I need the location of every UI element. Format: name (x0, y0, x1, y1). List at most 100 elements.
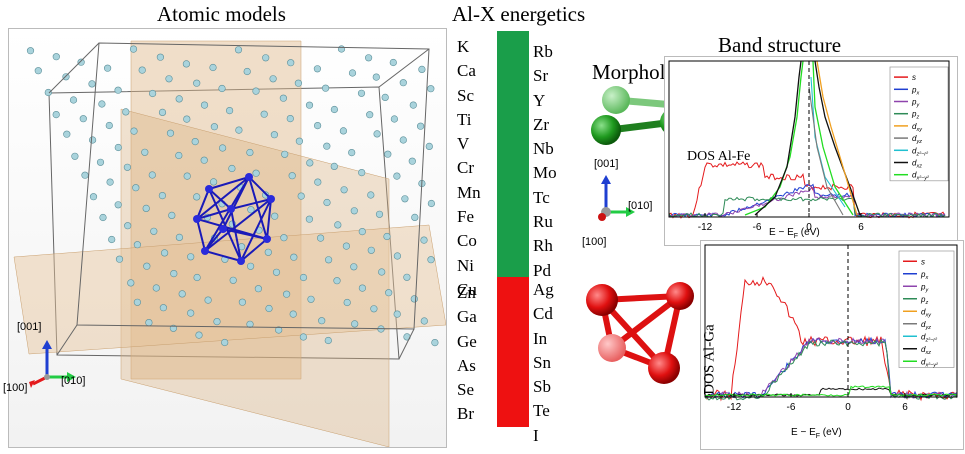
atom (418, 65, 426, 74)
element-symbol: Mn (457, 182, 481, 202)
atom (141, 148, 149, 156)
morphology-tetramer-ga (586, 282, 694, 384)
atom (372, 73, 380, 81)
atom (114, 86, 122, 94)
atom (115, 255, 124, 263)
atom (348, 148, 356, 157)
atom (399, 79, 407, 87)
element-symbol: Se (457, 380, 474, 400)
element-symbol: Mo (533, 163, 557, 183)
atom (165, 75, 173, 83)
atom (290, 253, 298, 261)
atom (366, 111, 374, 119)
element-symbol: I (533, 425, 539, 445)
atomic-axis-z-label: [001] (17, 321, 42, 333)
atom (314, 178, 322, 186)
atom (330, 162, 338, 170)
element-symbol: Sc (457, 85, 474, 105)
atom (417, 122, 425, 130)
legend-entry: dx²−y² (912, 171, 929, 182)
dos-curve (668, 183, 946, 218)
x-tick-label: 0 (845, 402, 851, 413)
atom (98, 100, 106, 108)
atom (330, 105, 339, 114)
element-symbol: Y (533, 90, 546, 110)
atom (262, 54, 270, 62)
atom (81, 171, 89, 179)
element-symbol: Pd (533, 260, 551, 280)
atom (170, 270, 178, 278)
dos-fe-xlabel: E − EF (eV) (769, 227, 820, 240)
atom (96, 158, 105, 166)
atom (270, 131, 279, 139)
dos-curve (812, 60, 854, 216)
atom (193, 193, 201, 201)
atom (351, 320, 359, 328)
element-symbol: Rb (533, 42, 553, 61)
dos-fe-curves (668, 60, 946, 219)
atom (350, 207, 358, 215)
atom (385, 289, 393, 297)
element-symbol: In (533, 328, 548, 348)
atom (218, 84, 226, 93)
atom (283, 290, 291, 298)
element-symbol: Ag (533, 280, 554, 299)
dos-ga-xlabel-unit: (eV) (820, 427, 842, 438)
atom (143, 262, 151, 270)
atom (313, 65, 322, 73)
atom (390, 115, 399, 123)
element-symbol: Co (457, 231, 477, 251)
atom (187, 253, 195, 261)
atom (34, 67, 42, 75)
atom (427, 256, 435, 264)
atom (238, 298, 246, 306)
atom (129, 45, 138, 53)
atom (378, 268, 386, 276)
atom (133, 298, 141, 306)
atom (246, 320, 254, 328)
atom (384, 150, 392, 158)
atom (133, 241, 141, 249)
atom (89, 193, 98, 201)
x-tick-label: -12 (727, 402, 742, 413)
legend-entry: dz²−r² (921, 332, 937, 343)
atom (427, 199, 436, 208)
atom (122, 108, 130, 116)
atom (210, 123, 218, 131)
dos-fe-xlabel-unit: (eV) (798, 227, 820, 238)
atom (375, 210, 384, 218)
atom (187, 309, 195, 317)
atom (79, 115, 87, 123)
atom (254, 285, 262, 293)
dos-curve (704, 387, 958, 397)
atom (265, 304, 273, 313)
atom (106, 178, 114, 186)
element-symbol: Ni (457, 255, 474, 275)
x-tick-label: -12 (698, 222, 713, 233)
band-structure-title: Band structure (718, 33, 842, 57)
dos-curve (816, 60, 858, 216)
dos-ga-label: DOS Al-Ga (701, 324, 718, 395)
atom (71, 152, 79, 160)
atomic-axis-y-label: [010] (61, 375, 86, 387)
defect-cluster (194, 174, 273, 264)
dos-fe-xlabel-text: E − E (769, 227, 794, 238)
atom (123, 163, 131, 171)
dos-curve (808, 86, 844, 216)
atom (182, 60, 190, 68)
atom (156, 53, 164, 61)
dos-fe-xlabel-sub: F (793, 233, 799, 240)
atom (234, 46, 243, 54)
atom (193, 79, 201, 87)
atom (393, 310, 401, 318)
atom (280, 234, 288, 242)
atom-lattice (26, 45, 439, 347)
atom (114, 201, 122, 209)
atom (152, 284, 160, 292)
legend-entry: pz (920, 295, 928, 306)
legend-entry: px (911, 85, 919, 96)
atom (325, 256, 333, 264)
plane-vertical-a (130, 40, 302, 380)
